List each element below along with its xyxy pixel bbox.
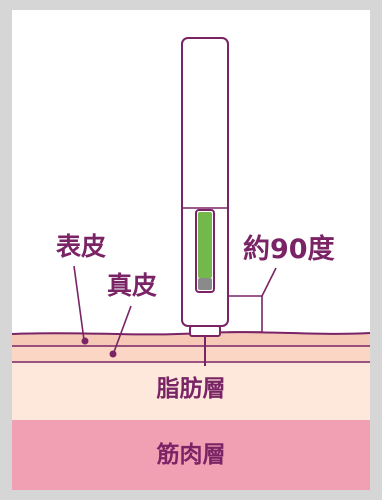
epidermis-label: 表皮 xyxy=(56,232,107,261)
fat-layer xyxy=(12,362,370,420)
epidermis-leader-line xyxy=(73,265,85,341)
dermis-layer xyxy=(12,346,370,362)
dermis-leader-line xyxy=(113,305,132,353)
angle-label: 約90度 xyxy=(243,234,335,265)
dermis-leader-dot xyxy=(109,350,117,358)
pen-window-plunger xyxy=(198,278,212,290)
angle-leader-line xyxy=(261,267,277,297)
angle-bracket xyxy=(228,295,263,333)
epidermis-layer xyxy=(12,332,370,346)
muscle-layer-label: 筋肉層 xyxy=(156,442,226,468)
muscle-layer xyxy=(12,420,370,490)
fat-layer-label: 脂肪層 xyxy=(156,376,226,402)
pen-tip xyxy=(189,325,221,337)
pen-window-fill xyxy=(198,212,212,278)
dermis-label: 真皮 xyxy=(107,271,158,300)
injection-pen xyxy=(181,37,229,337)
epidermis-leader-dot xyxy=(81,337,89,345)
